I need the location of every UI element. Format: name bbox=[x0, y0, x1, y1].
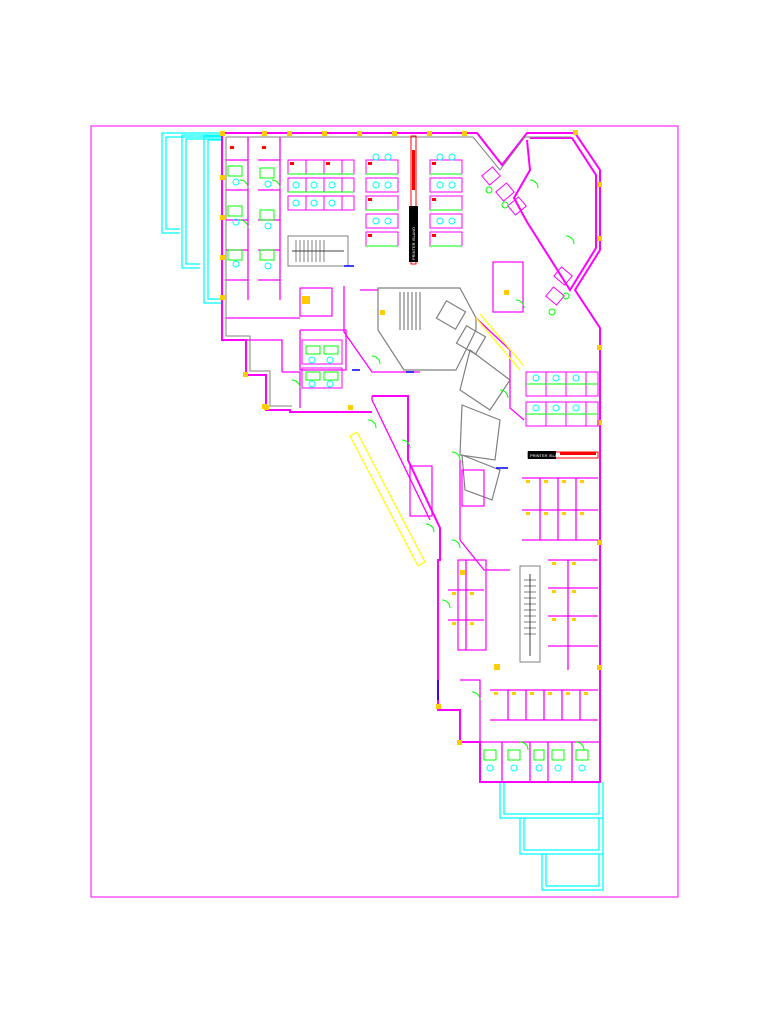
printer-island-label-1: PRINTER ISLAND bbox=[411, 227, 416, 260]
printer-island-1: PRINTER ISLAND bbox=[409, 135, 418, 265]
workstations-top bbox=[227, 146, 463, 270]
cabin-tags bbox=[452, 480, 588, 695]
furniture-tags bbox=[262, 150, 596, 670]
sheet-border bbox=[90, 125, 679, 898]
workstations-east bbox=[525, 371, 599, 427]
facade-bottom-right bbox=[499, 782, 604, 891]
central-core bbox=[377, 287, 511, 501]
openings bbox=[344, 265, 508, 700]
core-walls bbox=[343, 286, 525, 571]
workstations-mid-left bbox=[301, 339, 343, 389]
mid-rooms bbox=[299, 261, 524, 651]
printer-island-label-2: PRINTER ISLAND bbox=[530, 453, 563, 458]
stair-south bbox=[519, 565, 541, 663]
ramp bbox=[349, 313, 525, 567]
door-swings bbox=[239, 179, 585, 751]
outer-walls-gray bbox=[225, 136, 571, 407]
stair-top bbox=[287, 235, 349, 267]
facade-top-left bbox=[161, 132, 222, 304]
cabins-east bbox=[448, 477, 598, 721]
workstations-south bbox=[483, 749, 589, 772]
outer-walls bbox=[221, 132, 601, 783]
south-rooms bbox=[460, 679, 600, 782]
workstations-ne-wing bbox=[481, 166, 573, 316]
